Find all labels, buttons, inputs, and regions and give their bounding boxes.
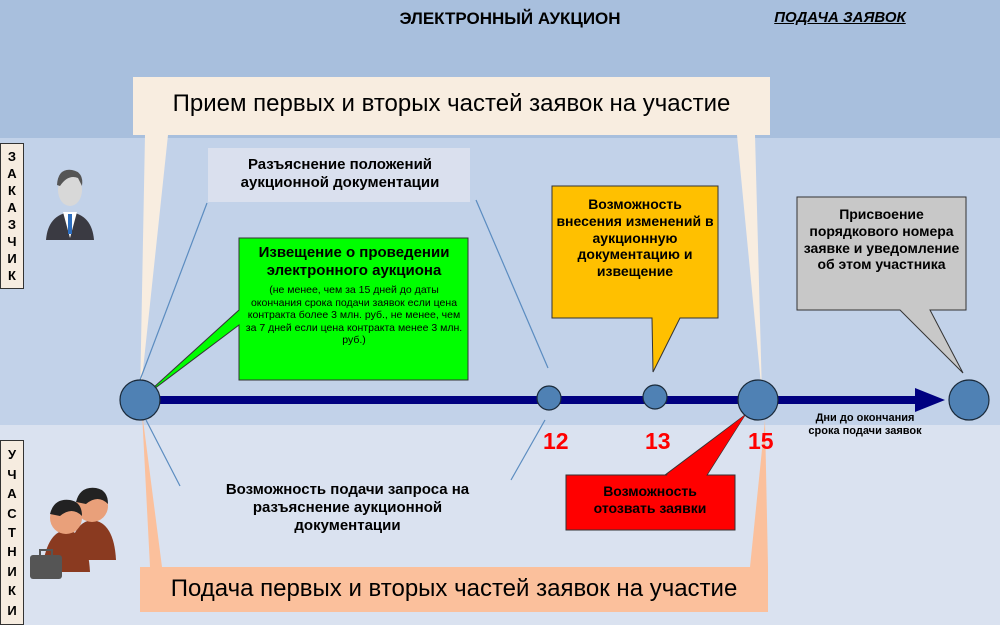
page-title: ЭЛЕКТРОННЫЙ АУКЦИОН [399, 9, 621, 28]
letter: К [8, 183, 16, 198]
letter: Н [7, 544, 17, 560]
clarification-box: Разъяснение положений аукционной докумен… [240, 156, 440, 191]
number-box: Присвоение порядкового номера заявке и у… [803, 206, 960, 273]
clarification-box-shape [208, 148, 470, 202]
letter: Ч [7, 466, 17, 482]
timeline-node-13 [642, 384, 668, 410]
letter: К [8, 268, 16, 283]
withdraw-box: Возможность отозвать заявки [593, 483, 707, 516]
timeline-arrowhead [915, 388, 945, 412]
customer-person-icon [46, 169, 94, 240]
axis-label: Дни до окончания срока подачи заявок [808, 412, 922, 438]
section-link[interactable]: ПОДАЧА ЗАЯВОК [774, 9, 906, 26]
day-15-label: 15 [748, 428, 774, 454]
letter: И [7, 602, 17, 618]
timeline-node-15 [737, 379, 779, 421]
letter: Ч [7, 234, 17, 249]
timeline-node-12 [536, 385, 562, 411]
letter: А [7, 200, 17, 215]
letter: К [8, 583, 16, 599]
bottom-callout-shape [140, 412, 768, 612]
letter: З [7, 149, 17, 164]
letter: И [7, 563, 17, 579]
day-13-label: 13 [645, 428, 671, 454]
top-callout-shape [133, 77, 770, 398]
timeline-node-start [119, 379, 161, 421]
bottom-callout-text: Подача первых и вторых частей заявок на … [170, 575, 738, 602]
notice-note: (не менее, чем за 15 дней до даты оконча… [245, 284, 463, 347]
changes-box: Возможность внесения изменений в аукцион… [556, 196, 714, 280]
letter: У [7, 447, 17, 463]
letter: А [7, 486, 17, 502]
letter: И [7, 251, 17, 266]
letter: А [7, 166, 17, 181]
day-12-label: 12 [543, 428, 569, 454]
top-callout-text: Прием первых и вторых частей заявок на у… [172, 90, 731, 117]
letter: С [7, 505, 17, 521]
timeline-node-end [948, 379, 990, 421]
notice-title: Извещение о проведении электронного аукц… [258, 244, 450, 279]
request-text: Возможность подачи запроса на разъяснени… [225, 481, 470, 534]
letter: Т [8, 524, 16, 540]
participants-group-icon [30, 487, 116, 579]
letter: З [7, 217, 17, 232]
